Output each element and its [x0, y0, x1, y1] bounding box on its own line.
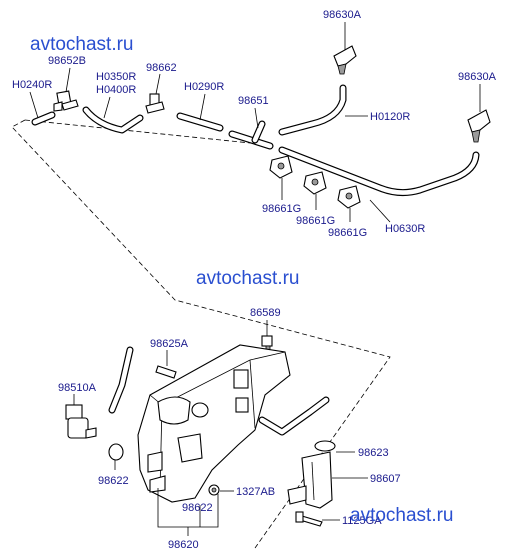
assembly-outline [11, 119, 391, 549]
bolt-1125ga [295, 511, 323, 527]
clip-98661g-3 [337, 185, 361, 209]
label-1125ga: 1125GA [342, 515, 382, 527]
label-98630a-right: 98630A [458, 71, 497, 83]
label-h0290r: H0290R [184, 81, 224, 93]
label-h0350r: H0350R [96, 71, 136, 83]
watermark-top: avtochast.ru [30, 34, 134, 55]
label-98651: 98651 [238, 95, 269, 107]
hose-h0120r [278, 84, 347, 136]
label-h0400r: H0400R [96, 84, 136, 96]
label-98510a: 98510A [58, 382, 97, 394]
grommet-98622-left [108, 443, 124, 461]
label-98625a: 98625A [150, 338, 189, 350]
connector-98662 [145, 93, 165, 114]
label-98622-bottom: 98622 [182, 502, 213, 514]
hose-h0350r-h0400r [82, 106, 144, 134]
clip-98661g-1 [269, 155, 293, 179]
nozzle-98630a-left [333, 45, 357, 75]
label-98607: 98607 [370, 473, 401, 485]
leader-lines [29, 22, 481, 536]
label-h0630r: H0630R [385, 223, 425, 235]
overflow-hose [258, 396, 330, 436]
label-86589: 86589 [250, 307, 281, 319]
label-98630a-left: 98630A [323, 9, 362, 21]
label-1327ab: 1327AB [236, 486, 275, 498]
seal-98623 [314, 440, 336, 452]
nozzle-98630a-right [467, 109, 491, 143]
label-98652b: 98652B [48, 55, 86, 67]
label-98620: 98620 [168, 539, 199, 551]
watermark-middle: avtochast.ru [196, 268, 300, 289]
filler-hose [108, 346, 134, 414]
label-h0240r: H0240R [12, 79, 52, 91]
filler-neck-98607 [287, 451, 333, 509]
label-98661g-3: 98661G [328, 227, 367, 239]
label-98623: 98623 [358, 447, 389, 459]
hose-h0240r [31, 111, 56, 126]
watermark-bottom: avtochast.ru [350, 505, 454, 526]
label-98661g-2: 98661G [296, 215, 335, 227]
label-98661g-1: 98661G [262, 203, 301, 215]
label-98662: 98662 [146, 62, 177, 74]
fitting-98625a [155, 365, 177, 379]
tee-98651 [228, 120, 274, 150]
pump-98510a [65, 404, 97, 439]
reservoir-tank-98620 [137, 344, 291, 503]
hose-h0290r [176, 112, 224, 132]
assembly-outline-top [24, 119, 271, 146]
nut-1327ab [208, 484, 220, 496]
hose-h0630r [278, 146, 480, 197]
label-98622-left: 98622 [98, 475, 129, 487]
label-h0120r: H0120R [370, 111, 410, 123]
clip-98661g-2 [303, 171, 327, 195]
connector-98652b [53, 90, 79, 112]
